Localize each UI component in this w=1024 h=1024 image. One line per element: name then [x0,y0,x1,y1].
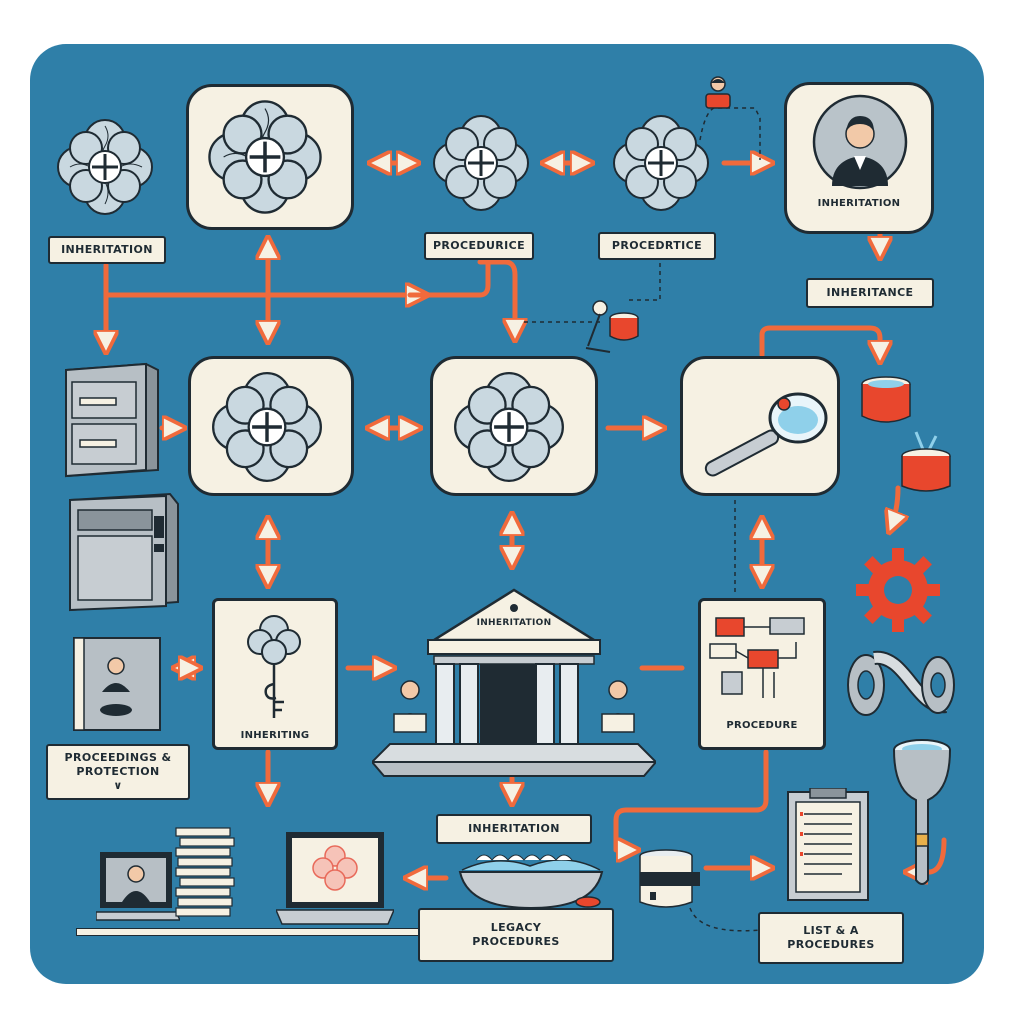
arrow-procedure-down [477,259,515,338]
inheriting-label: INHERITING [240,730,310,741]
emblem-icon [613,115,709,211]
inheritance-card-label: INHERITATION [817,198,901,209]
label-line: PROTECTION [76,765,160,778]
label-text: PROCEDURICE [432,239,526,252]
red-cup-icon [861,376,911,423]
file-cabinet-icon [65,362,159,478]
chevron-down-icon: ∨ [113,779,123,792]
wrench-icon [893,739,951,885]
paper-stack-icon [175,827,235,917]
bowl-icon [458,854,604,910]
label-line: LEGACY [490,921,542,934]
id-card-icon [73,637,161,731]
desk-shelf [76,928,420,936]
key-icon [247,615,301,718]
label-text: INHERITATION [61,243,153,256]
legacy-procedures-label[interactable]: LEGACY PROCEDURES [418,908,614,962]
label-line: PROCEDURES [472,935,560,948]
monitor-person-icon [96,852,180,921]
flowchart-icon [709,617,805,698]
arrow-right-gear [890,485,898,530]
emblem-icon [208,100,322,214]
monitor-emblem-icon [276,832,394,925]
printer-icon [69,492,179,612]
label-line: LIST & A [803,924,859,937]
temple-icon [372,588,656,777]
cup-icon [585,300,639,353]
procedure-label: PROCEDURE [726,720,798,731]
procedure-label-top-right[interactable]: PROCEDRTICE [598,232,716,260]
label-text: PROCEDRTICE [611,239,703,252]
dashed-cup-arrow [625,255,661,301]
arrow-search-loop [759,325,880,360]
magnifier-icon [704,392,828,477]
arrow-procedure-right [407,259,491,298]
procedure-label-top[interactable]: PROCEDURICE [424,232,534,260]
red-cup-icon [901,431,951,492]
dashed-bottom-can [689,907,761,932]
spool-icon [847,650,955,716]
arrow-right-clip [908,837,947,872]
arrow-chart-down [613,749,769,850]
gear-icon [856,548,940,632]
clipboard-icon [787,788,869,901]
can-icon [639,849,700,908]
list-procedures-label[interactable]: LIST & A PROCEDURES [758,912,904,964]
person-badge-icon [705,76,731,109]
inheritation-label-left[interactable]: INHERITATION [48,236,166,264]
label-line: PROCEDURES [787,938,875,951]
emblem-icon [454,372,564,482]
emblem-icon [433,115,529,211]
inheritation-label-bottom[interactable]: INHERITATION [436,814,592,844]
person-portrait-icon [812,94,908,190]
label-text: INHERITATION [468,822,560,835]
inheritance-label[interactable]: INHERITANCE [806,278,934,308]
label-line: PROCEEDINGS & [64,751,172,764]
temple-label: INHERITATION [476,618,552,628]
emblem-icon [57,119,153,215]
emblem-icon [212,372,322,482]
label-text: INHERITANCE [826,286,914,299]
proceedings-label[interactable]: PROCEEDINGS & PROTECTION ∨ [46,744,190,800]
